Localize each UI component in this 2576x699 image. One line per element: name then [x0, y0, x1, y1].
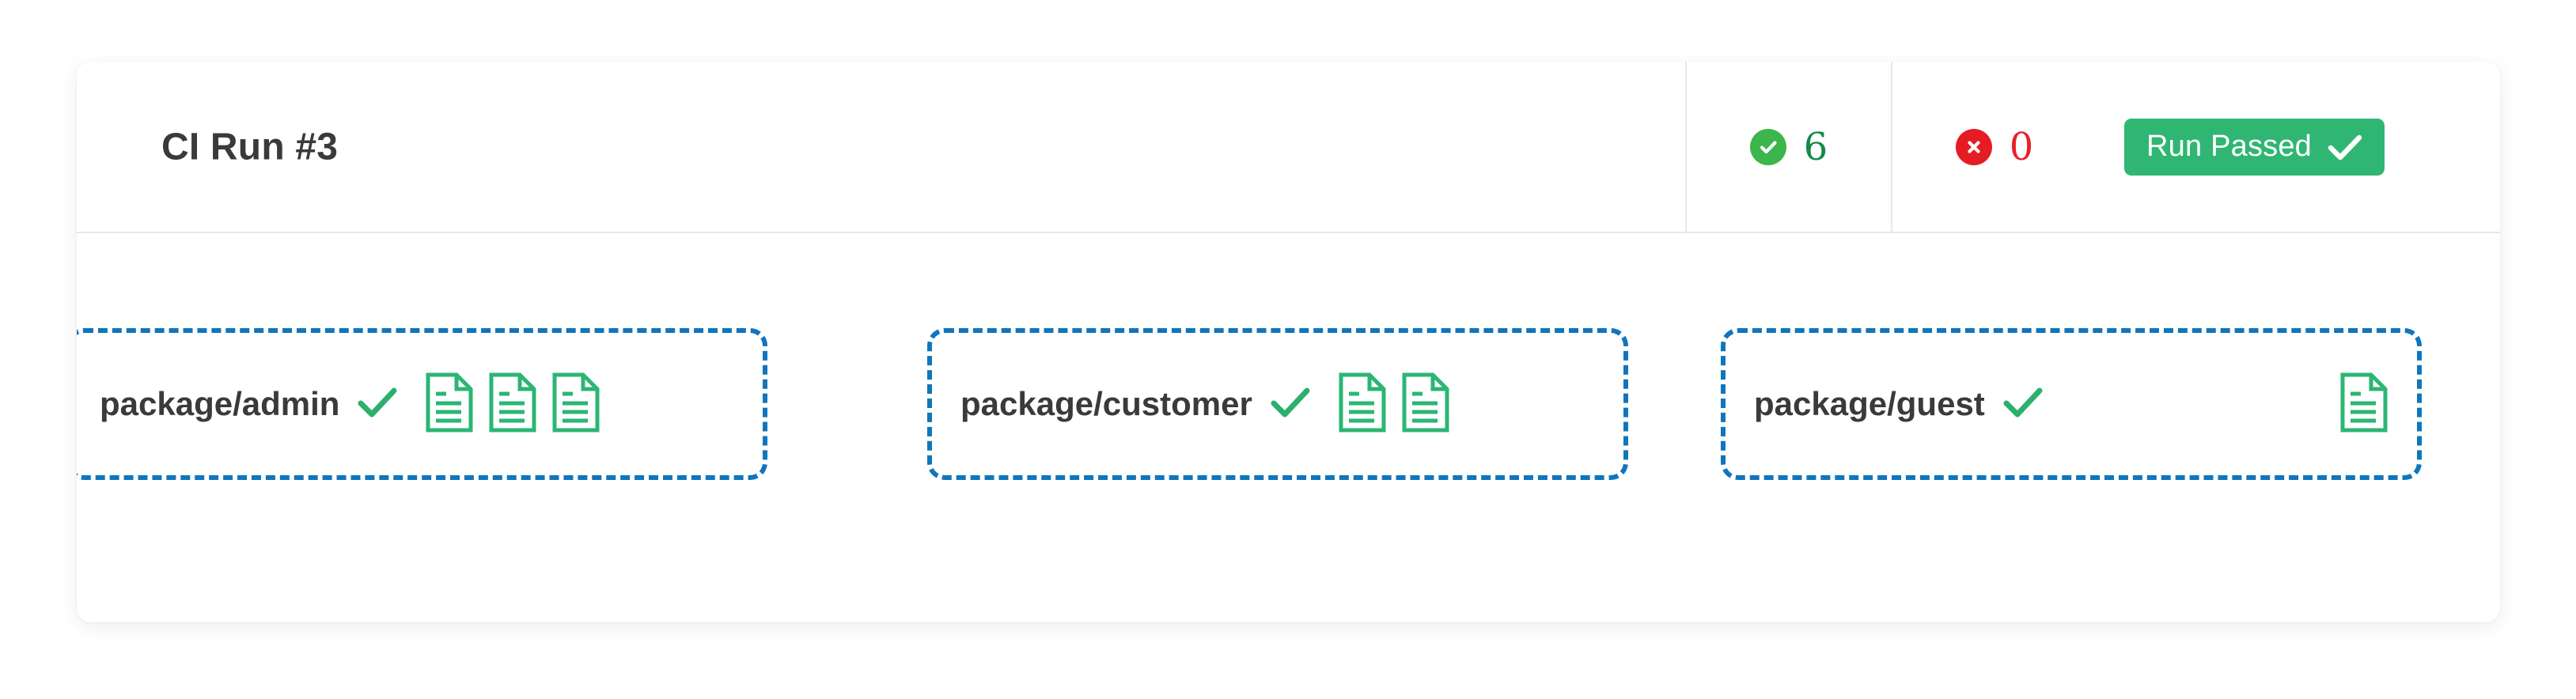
document-icon[interactable]	[425, 372, 474, 437]
document-icon[interactable]	[2339, 372, 2388, 437]
package-label-wrap: package/guest	[1754, 385, 2044, 423]
check-circle-icon	[1749, 128, 1786, 165]
package-name: package/admin	[100, 385, 340, 422]
package-name: package/customer	[960, 385, 1252, 422]
stat-failed[interactable]: 0	[1892, 62, 2097, 232]
card-body: package/admin	[77, 233, 2500, 621]
status-badge[interactable]: Run Passed	[2124, 118, 2385, 176]
x-circle-icon	[1955, 128, 1992, 165]
header-divider-1	[1685, 62, 1687, 232]
document-icon[interactable]	[551, 372, 600, 437]
stat-passed[interactable]: 6	[1687, 62, 1891, 232]
status-badge-label: Run Passed	[2146, 130, 2313, 163]
document-icon[interactable]	[488, 372, 537, 437]
card-header: CI Run #3 6 0	[77, 62, 2500, 233]
stat-passed-value: 6	[1803, 124, 1828, 169]
page-title: CI Run #3	[161, 126, 339, 168]
check-icon	[2002, 387, 2044, 422]
document-icon[interactable]	[1338, 372, 1387, 437]
ci-run-card: CI Run #3 6 0	[77, 62, 2500, 622]
package-group-guest[interactable]: package/guest	[1721, 328, 2422, 480]
check-icon	[2328, 134, 2362, 161]
document-list	[425, 372, 600, 437]
package-group-customer[interactable]: package/customer	[927, 328, 1628, 480]
package-label-wrap: package/customer	[960, 385, 1311, 423]
document-list	[1338, 372, 1450, 437]
document-list	[2339, 372, 2388, 437]
stat-failed-value: 0	[2009, 124, 2034, 169]
document-icon[interactable]	[1401, 372, 1450, 437]
package-name: package/guest	[1754, 385, 1985, 422]
package-label-wrap: package/admin	[100, 385, 398, 423]
header-divider-2	[1891, 62, 1892, 232]
package-group-admin[interactable]: package/admin	[77, 328, 767, 480]
check-icon	[1270, 387, 1311, 422]
check-icon	[357, 387, 398, 422]
